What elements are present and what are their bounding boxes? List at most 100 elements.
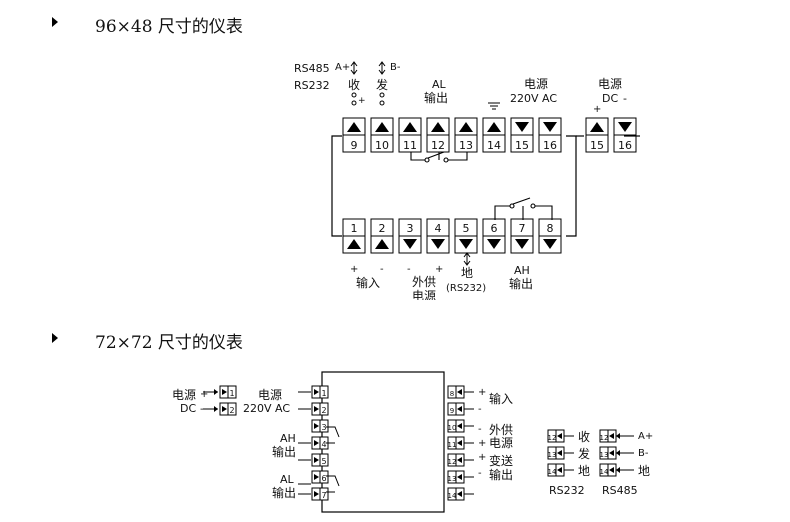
plus-sign-9: + — [358, 96, 366, 106]
ground-label: 地 — [461, 266, 473, 280]
terminal-arrow-icon — [314, 440, 319, 446]
terminal-number: 1 — [321, 389, 326, 398]
terminal-arrow-icon — [609, 467, 614, 473]
terminal-12-top: 12 — [426, 117, 450, 153]
transmit-plus-72: + — [478, 452, 486, 463]
terminal-arrow-icon — [457, 491, 462, 497]
terminal-2-72: 2 — [311, 402, 329, 416]
al-relay-small — [326, 475, 340, 493]
terminal-number: 10 — [375, 139, 389, 152]
terminal-number: 2 — [321, 406, 326, 415]
al-output-label-72: 输出 — [272, 485, 296, 500]
terminal-number: 13 — [548, 451, 557, 459]
terminal-3-72: 3 — [311, 419, 329, 433]
terminal-number: 5 — [463, 222, 470, 235]
terminal-arrow-icon — [314, 423, 319, 429]
terminal-arrow-icon — [457, 389, 462, 395]
terminal-arrow-icon — [375, 122, 389, 132]
power-ac-label-72: 电源 — [258, 388, 282, 402]
terminal-number: 4 — [321, 440, 326, 449]
terminal-5-bottom: 5 — [454, 218, 478, 254]
terminal-16-top: 16 — [538, 117, 562, 153]
terminal-12-72: 12 — [547, 429, 565, 443]
terminal-arrow-icon — [431, 122, 445, 132]
terminal-13-72: 13 — [447, 470, 465, 484]
a-plus-label: A+ — [335, 62, 350, 73]
dc-label-72: DC — [180, 402, 196, 415]
terminal-number: 8 — [547, 222, 554, 235]
terminal-arrow-icon — [557, 450, 562, 456]
terminal-6-72: 6 — [311, 470, 329, 484]
comm-arrow-icons — [350, 61, 386, 106]
ext-plus-sign: + — [435, 264, 443, 275]
terminal-number: 13 — [448, 475, 457, 483]
input-minus-sign: - — [380, 264, 384, 275]
terminal-13-72: 13 — [599, 446, 617, 460]
terminal-9-top: 9 — [342, 117, 366, 153]
dc-minus-72: - — [200, 404, 204, 415]
section-title-72x72: 72×72 尺寸的仪表 — [95, 333, 243, 353]
terminal-arrow-icon — [457, 457, 462, 463]
terminal-3-bottom: 3 — [398, 218, 422, 254]
terminal-number: 9 — [351, 139, 358, 152]
terminal-11-top: 11 — [398, 117, 422, 153]
b-minus-label-72: B- — [638, 448, 649, 459]
terminal-number: 1 — [351, 222, 358, 235]
dc-label: DC — [602, 92, 618, 105]
terminal-number: 7 — [321, 491, 326, 500]
terminal-arrow-icon — [314, 406, 319, 412]
terminal-number: 8 — [450, 390, 454, 398]
terminal-arrow-icon — [457, 423, 462, 429]
terminal-13-72: 13 — [547, 446, 565, 460]
terminal-number: 1 — [229, 389, 234, 398]
terminal-14-72: 14 — [547, 463, 565, 477]
terminal-8-bottom: 8 — [538, 218, 562, 254]
terminal-number: 13 — [600, 451, 609, 459]
section-bullet-1 — [52, 17, 58, 27]
terminal-arrow-icon — [590, 122, 604, 132]
terminal-number: 3 — [407, 222, 414, 235]
terminal-arrow-icon — [515, 122, 529, 132]
terminal-number: 7 — [519, 222, 526, 235]
terminal-number: 2 — [229, 406, 234, 415]
terminal-14-top: 14 — [482, 117, 506, 153]
terminal-number: 12 — [548, 434, 557, 442]
terminal-13-top: 13 — [454, 117, 478, 153]
terminal-2-bottom: 2 — [370, 218, 394, 254]
input-plus-sign: + — [350, 264, 358, 275]
ground-arrow-icon — [463, 252, 471, 266]
dc-plus-sign: + — [593, 104, 601, 115]
terminal-arrow-icon — [609, 433, 614, 439]
terminal-arrow-icon — [543, 239, 557, 249]
ah-label-72: AH — [280, 432, 296, 445]
terminal-arrow-icon — [314, 474, 319, 480]
terminal-arrow-icon — [314, 491, 319, 497]
terminal-6-bottom: 6 — [482, 218, 506, 254]
terminal-arrow-icon — [222, 406, 227, 412]
terminal-number: 11 — [403, 139, 417, 152]
terminal-7-bottom: 7 — [510, 218, 534, 254]
rs232-label: RS232 — [294, 79, 330, 92]
terminal-number: 9 — [450, 407, 454, 415]
terminal-10-72: 10 — [447, 419, 465, 433]
input-minus-72: - — [478, 404, 482, 415]
terminal-arrow-icon — [457, 406, 462, 412]
send-label: 发 — [376, 77, 388, 92]
al-output-label: 输出 — [424, 90, 448, 105]
terminal-14-72: 14 — [447, 487, 465, 501]
terminal-1-72: 1 — [311, 385, 329, 399]
dc-minus-sign: - — [623, 92, 627, 105]
rs232-label-72: RS232 — [549, 484, 585, 497]
ah-output-label: 输出 — [509, 276, 533, 291]
terminal-arrow-icon — [609, 450, 614, 456]
terminal-number: 5 — [321, 457, 326, 466]
terminal-arrow-icon — [618, 122, 632, 132]
terminal-arrow-icon — [457, 440, 462, 446]
enclosure-lines — [331, 135, 640, 237]
terminal-14-72: 14 — [599, 463, 617, 477]
terminal-4-72: 4 — [311, 436, 329, 450]
